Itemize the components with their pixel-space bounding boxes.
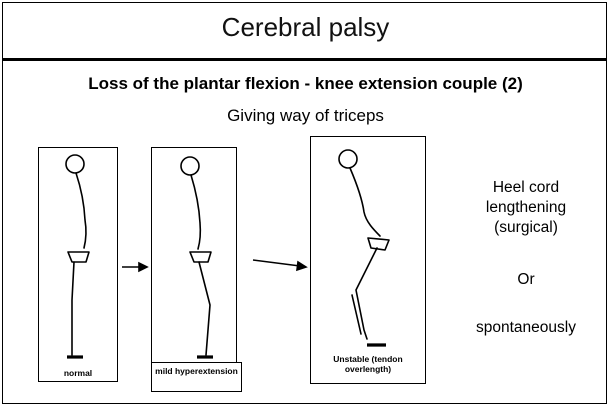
arrow-shaft [253, 260, 300, 266]
figure-leg-double-line [352, 295, 361, 334]
figure-label-normal: normal [38, 368, 118, 378]
figure-label-box-mild: mild hyperextension [151, 362, 242, 392]
figure-spine [350, 168, 380, 236]
side-text-heel-cord: Heel cord lengthening (surgical) [456, 178, 596, 238]
side-text-spontaneously: spontaneously [456, 318, 596, 338]
stick-figure-unstable [339, 150, 389, 339]
figure-leg [199, 262, 210, 355]
figure-spine [191, 175, 200, 249]
figure-pelvis [68, 252, 89, 262]
arrow-head-icon [139, 263, 147, 271]
side-text-or: Or [456, 270, 596, 290]
figure-head [339, 150, 357, 168]
figure-head [66, 155, 84, 173]
figure-pelvis [190, 252, 211, 262]
figure-spine [76, 173, 86, 248]
figure-leg [72, 262, 74, 355]
figure-pelvis [368, 238, 389, 250]
figure-label-mild: mild hyperextension [152, 366, 241, 376]
arrow-head-icon [297, 262, 306, 270]
figure-head [181, 157, 199, 175]
stick-figure-mild [181, 157, 211, 355]
stick-figure-normal [66, 155, 89, 355]
figure-label-unstable: Unstable (tendon overlength) [310, 354, 426, 374]
